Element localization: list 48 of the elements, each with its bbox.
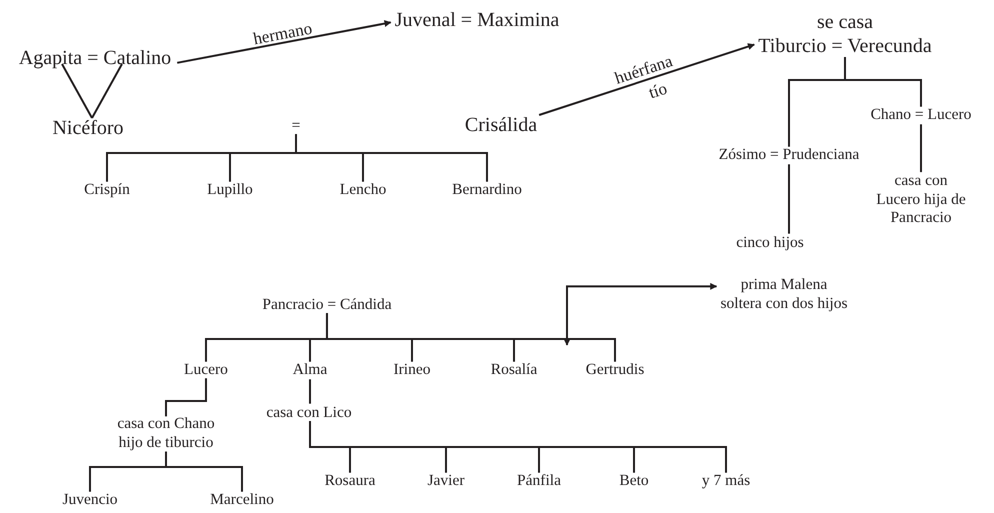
connector-line bbox=[920, 124, 922, 172]
connector-line bbox=[295, 134, 488, 182]
connector-line bbox=[844, 57, 922, 107]
connector-line bbox=[326, 313, 616, 362]
connector-line bbox=[165, 378, 207, 416]
arrow bbox=[538, 43, 755, 116]
name-label: Crisálida bbox=[464, 113, 538, 137]
name-label: casa con Lucero hija de Pancracio bbox=[876, 172, 966, 228]
note-label: se casa bbox=[816, 10, 874, 34]
edge-label: hermano bbox=[251, 18, 314, 50]
name-label: Juvencio bbox=[62, 490, 118, 510]
name-label: = bbox=[292, 116, 300, 136]
name-label: Nicéforo bbox=[52, 116, 124, 140]
name-label: y 7 más bbox=[702, 472, 750, 490]
name-label: casa con Chano hijo de tiburcio bbox=[108, 415, 224, 453]
arrow bbox=[564, 282, 718, 346]
name-label: cinco hijos bbox=[736, 234, 804, 252]
name-label: Irineo bbox=[393, 360, 430, 380]
name-label: Zósimo = Prudenciana bbox=[718, 146, 860, 164]
name-label: prima Malena bbox=[740, 276, 828, 295]
name-label: Marcelino bbox=[210, 490, 274, 510]
name-label: Chano = Lucero bbox=[870, 106, 972, 124]
arrow bbox=[176, 20, 392, 64]
name-label: Rosaura bbox=[324, 472, 376, 490]
name-label: Beto bbox=[619, 472, 649, 490]
name-label: Gertrudis bbox=[586, 360, 644, 380]
name-label: Lencho bbox=[340, 180, 386, 200]
name-label: casa con Lico bbox=[266, 404, 352, 422]
name-label: Juvenal = Maximina bbox=[394, 8, 560, 32]
name-label: Tiburcio = Verecunda bbox=[758, 34, 932, 58]
connector-line bbox=[309, 379, 311, 404]
name-label: Alma bbox=[292, 360, 328, 380]
name-label: Bernardino bbox=[452, 180, 522, 200]
connector-line bbox=[309, 421, 727, 473]
name-label: Rosalía bbox=[490, 360, 538, 380]
name-label: Crispín bbox=[84, 180, 130, 200]
name-label: Lupillo bbox=[207, 180, 253, 200]
connector-line bbox=[788, 164, 790, 234]
connector-line bbox=[61, 64, 93, 118]
connector-line bbox=[91, 64, 123, 118]
name-label: Javier bbox=[427, 472, 464, 490]
name-label: Lucero bbox=[184, 360, 228, 380]
name-label: Pancracio = Cándida bbox=[262, 296, 392, 314]
connector-line bbox=[165, 452, 243, 492]
name-label: soltera con dos hijos bbox=[720, 295, 848, 314]
name-label: Pánfila bbox=[517, 472, 561, 490]
note-label: tío bbox=[646, 78, 670, 104]
name-label: Agapita = Catalino bbox=[18, 46, 172, 70]
